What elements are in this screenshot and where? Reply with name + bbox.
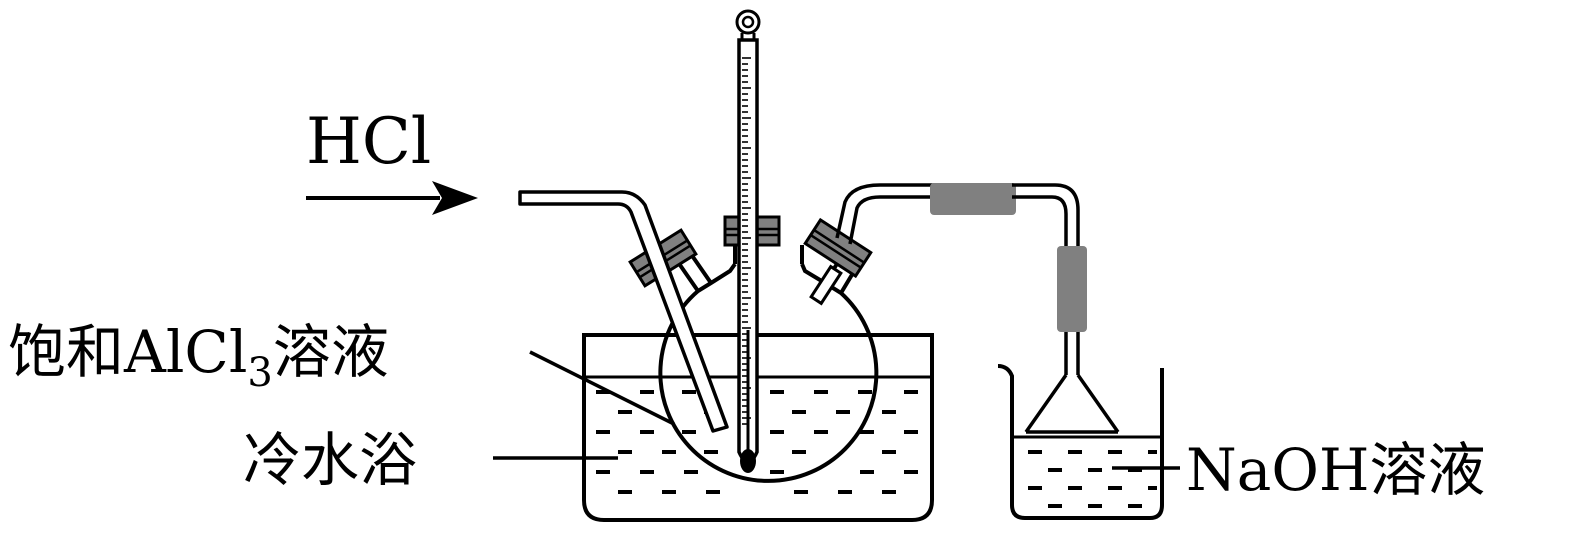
gas-flow-arrow	[306, 181, 478, 215]
beaker-vessel	[997, 364, 1164, 520]
cold-water-bath	[582, 333, 934, 522]
bath-vessel	[582, 333, 934, 522]
outlet-glass-3	[1064, 332, 1080, 375]
beaker-liquid-hatching	[1028, 450, 1157, 508]
inlet-tube-outline	[518, 190, 729, 433]
flask-body	[658, 262, 879, 483]
label-cold-water-bath: 冷水浴	[243, 426, 417, 494]
label-saturated-alcl3: 饱和AlCl3溶液	[8, 318, 389, 396]
thermometer-bulb	[740, 449, 756, 473]
label-hcl: HCl	[306, 105, 431, 179]
right-stopper	[803, 217, 873, 279]
gas-outlet-tube	[809, 183, 1120, 434]
label-naoh-solution: NaOH溶液	[1186, 436, 1485, 504]
thermometer-ring-inner	[741, 15, 755, 29]
gas-inlet-tube	[518, 190, 729, 433]
outlet-glass-1	[835, 183, 935, 245]
rubber-connector-2	[1057, 246, 1087, 332]
inverted-funnel	[1024, 373, 1120, 434]
beaker	[997, 364, 1164, 520]
outlet-glass-2	[1012, 183, 1080, 250]
thermometer	[735, 9, 761, 473]
outlet-stub	[809, 264, 843, 306]
leader-flask-liquid	[529, 350, 675, 426]
rubber-connector-1-middle	[949, 185, 997, 213]
flask-left-neck	[678, 255, 713, 293]
bath-water-hatching	[596, 390, 918, 494]
flask-center-neck	[733, 245, 804, 264]
